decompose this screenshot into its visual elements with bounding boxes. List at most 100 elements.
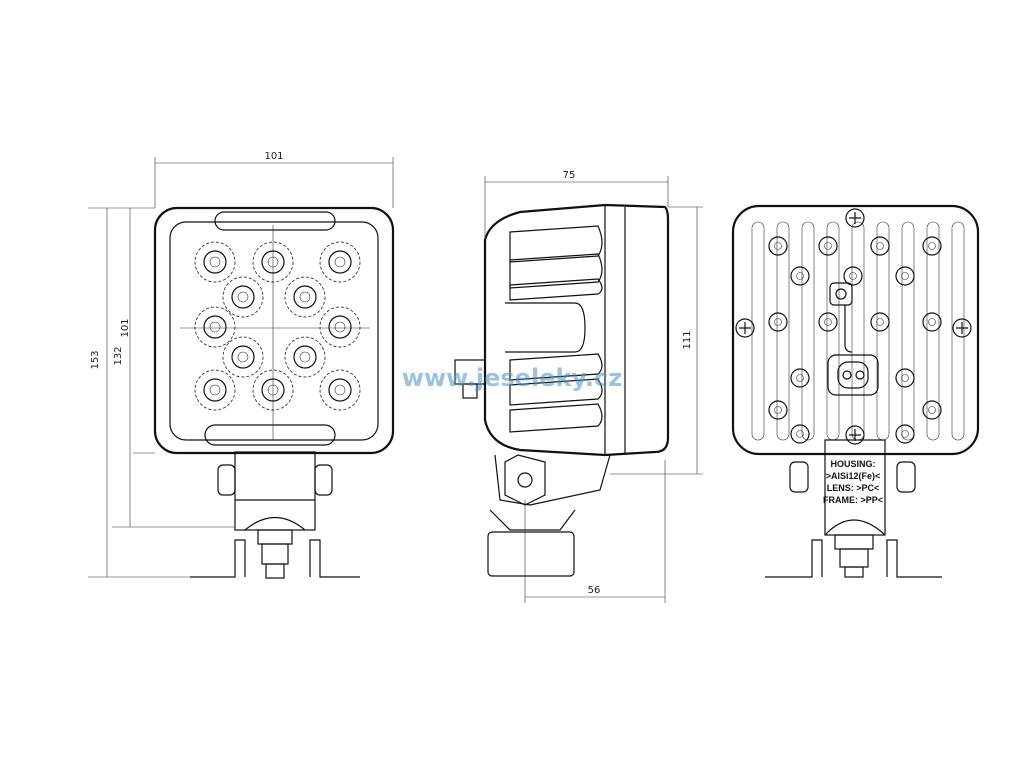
side-fin (509, 225, 603, 263)
front-view: 101 153 132 101 (88, 151, 395, 579)
rear-view: HOUSING: >AlSi12(Fe)< LENS: >PC< FRAME: … (731, 204, 980, 578)
rear-boss-hole (774, 406, 782, 414)
rear-vent-valve-hole (835, 288, 847, 300)
led-core (334, 321, 346, 333)
rear-boss-hole (901, 430, 909, 438)
rear-boss (818, 312, 838, 332)
dim-side-height: 111 (682, 330, 693, 349)
led-reflector (252, 241, 294, 283)
rear-rib (851, 221, 865, 441)
rear-boss (922, 236, 942, 256)
side-cooling-fins (509, 225, 603, 433)
front-bolt-right (314, 464, 333, 496)
rear-screw-left-icon (735, 318, 755, 338)
rear-boss-hole (824, 318, 832, 326)
led-lens (293, 285, 317, 309)
rear-boss-hole (774, 242, 782, 250)
led-reflector (284, 276, 326, 318)
front-bottom-slot (204, 424, 336, 446)
front-housing-outline (153, 206, 395, 455)
led-lens (328, 250, 352, 274)
dim-front-lens-height: 101 (120, 318, 131, 337)
rear-boss (768, 312, 788, 332)
rear-bolt-left (789, 461, 809, 493)
rear-rib (926, 221, 940, 441)
rear-boss-hole (876, 318, 884, 326)
led-reflector (319, 369, 361, 411)
rear-boss (768, 236, 788, 256)
rear-boss (818, 236, 838, 256)
rear-connector (827, 354, 879, 396)
side-hex-knob (504, 454, 546, 506)
led-reflector (319, 241, 361, 283)
led-lens (293, 345, 317, 369)
front-led-array (194, 241, 361, 411)
rear-connector-pin-2 (855, 370, 865, 380)
rear-boss-hole (849, 272, 857, 280)
led-core (209, 256, 221, 268)
led-reflector (284, 336, 326, 378)
rear-boss (870, 236, 890, 256)
dim-side-bracket-offset: 56 (588, 585, 601, 596)
side-housing-outline (483, 203, 670, 457)
rear-vent-valve (829, 282, 853, 306)
led-lens (231, 285, 255, 309)
rear-boss-hole (928, 318, 936, 326)
rear-nut-1 (834, 534, 874, 550)
rear-rib (801, 221, 815, 441)
dim-front-height-total: 153 (90, 350, 101, 369)
watermark: www.jeseleky.cz (402, 364, 622, 392)
rear-nut-3 (844, 566, 864, 578)
side-fin (509, 378, 603, 406)
rear-boss-hole (901, 272, 909, 280)
rear-boss-hole (796, 272, 804, 280)
rear-rib (951, 221, 965, 441)
rear-boss-hole (928, 406, 936, 414)
rear-boss (922, 312, 942, 332)
rear-foot-right (886, 539, 942, 578)
rear-boss-hole (876, 242, 884, 250)
led-core (299, 291, 311, 303)
dim-front-height-housing: 132 (113, 346, 124, 365)
dim-front-width: 101 (264, 151, 283, 162)
led-lens (231, 345, 255, 369)
front-mount-arc (244, 517, 306, 531)
label-housing-value: >AlSi12(Fe)< (826, 471, 881, 481)
rear-rib (901, 221, 915, 441)
rear-boss (895, 368, 915, 388)
led-lens (203, 250, 227, 274)
rear-boss-hole (824, 242, 832, 250)
side-view: 75 111 56 (454, 170, 703, 603)
front-lens-frame (169, 221, 379, 441)
led-lens (261, 378, 285, 402)
led-core (209, 384, 221, 396)
rear-screw-top-slot (849, 212, 861, 224)
side-center-block (505, 302, 586, 353)
led-reflector (194, 306, 236, 348)
dim-side-depth: 75 (563, 170, 576, 181)
led-core (237, 351, 249, 363)
rear-boss (895, 266, 915, 286)
rear-boss-hole (774, 318, 782, 326)
rear-screw-right-slot (956, 322, 968, 334)
rear-screw-bottom-icon (845, 425, 865, 445)
side-connector-pin (462, 383, 478, 399)
led-core (267, 384, 279, 396)
led-core (334, 384, 346, 396)
led-reflector (252, 369, 294, 411)
led-core (267, 256, 279, 268)
rear-boss (790, 368, 810, 388)
led-reflector (319, 306, 361, 348)
rear-boss (922, 400, 942, 420)
side-fin (509, 403, 603, 433)
rear-boss (843, 266, 863, 286)
rear-screw-left-slot (739, 322, 751, 334)
rear-boss-hole (796, 430, 804, 438)
rear-boss (870, 312, 890, 332)
rear-boss (790, 424, 810, 444)
rear-housing-outline (731, 204, 980, 456)
side-mount-base (487, 531, 575, 577)
led-reflector (222, 276, 264, 318)
rear-screw-top-icon (845, 208, 865, 228)
side-knob-hole (517, 472, 533, 488)
